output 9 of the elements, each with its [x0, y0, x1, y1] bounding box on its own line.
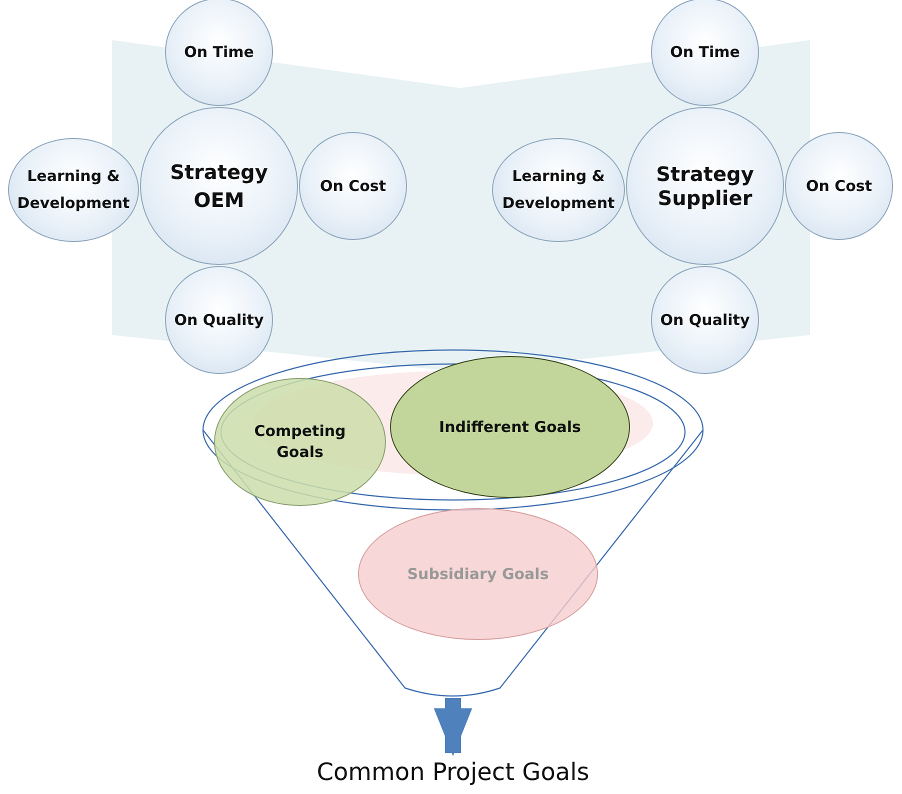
goal-ellipse: Subsidiary Goals	[358, 508, 598, 640]
goal-circle: Learning & Development	[8, 138, 139, 242]
goal-circle: On Time	[165, 0, 273, 106]
goal-ellipse: Competing Goals	[214, 378, 386, 506]
goal-circle: On Time	[651, 0, 759, 106]
goal-circle: On Cost	[785, 132, 893, 240]
result-text: Common Project Goals	[300, 755, 606, 791]
goal-ellipse: Indifferent Goals	[390, 356, 630, 498]
arrow	[434, 698, 472, 756]
